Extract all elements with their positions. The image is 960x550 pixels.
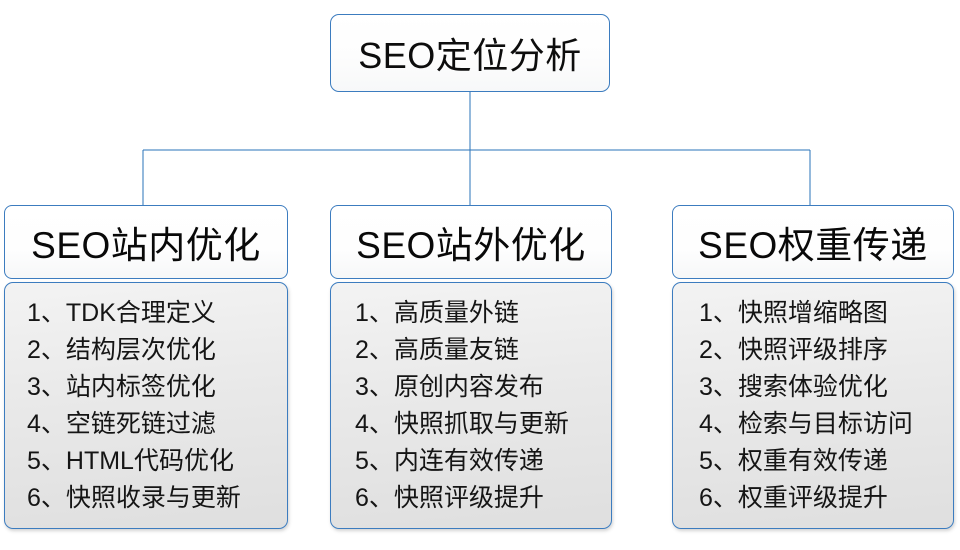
- list-item-label: TDK合理定义: [65, 299, 216, 327]
- list-item-label: 权重有效传递: [737, 447, 888, 475]
- list-item-index: 5、: [355, 447, 394, 475]
- branch-header-2: SEO站外优化: [330, 205, 612, 279]
- list-item-index: 3、: [699, 373, 738, 401]
- list-item: 6、快照收录与更新: [27, 480, 287, 517]
- list-item-index: 2、: [699, 336, 738, 364]
- branch-body-1: 1、TDK合理定义 2、结构层次优化 3、站内标签优化 4、空链死链过滤 5、H…: [4, 282, 288, 529]
- list-item-index: 6、: [27, 484, 66, 512]
- list-item: 3、站内标签优化: [27, 369, 287, 406]
- list-item: 4、空链死链过滤: [27, 406, 287, 443]
- list-item-index: 1、: [355, 299, 394, 327]
- list-item-index: 3、: [27, 373, 66, 401]
- list-item: 1、快照增缩略图: [699, 295, 953, 332]
- list-item: 5、内连有效传递: [355, 443, 611, 480]
- list-item-index: 4、: [27, 410, 66, 438]
- branch-column-1: SEO站内优化 1、TDK合理定义 2、结构层次优化 3、站内标签优化 4、空链…: [4, 205, 288, 529]
- list-item-label: 检索与目标访问: [737, 410, 913, 438]
- list-item: 3、原创内容发布: [355, 369, 611, 406]
- root-node: SEO定位分析: [330, 14, 610, 92]
- list-item-label: 内连有效传递: [393, 447, 544, 475]
- list-item: 2、快照评级排序: [699, 332, 953, 369]
- branch-item-list-2: 1、高质量外链 2、高质量友链 3、原创内容发布 4、快照抓取与更新 5、内连有…: [331, 295, 611, 517]
- list-item-index: 6、: [355, 484, 394, 512]
- branch-body-2: 1、高质量外链 2、高质量友链 3、原创内容发布 4、快照抓取与更新 5、内连有…: [330, 282, 612, 529]
- list-item-label: HTML代码优化: [65, 447, 234, 475]
- list-item-label: 快照增缩略图: [737, 299, 888, 327]
- list-item-label: 快照抓取与更新: [393, 410, 569, 438]
- branch-body-3: 1、快照增缩略图 2、快照评级排序 3、搜索体验优化 4、检索与目标访问 5、权…: [672, 282, 954, 529]
- list-item-index: 4、: [699, 410, 738, 438]
- list-item: 3、搜索体验优化: [699, 369, 953, 406]
- list-item: 1、高质量外链: [355, 295, 611, 332]
- branch-header-3: SEO权重传递: [672, 205, 954, 279]
- branch-header-title-1: SEO站内优化: [31, 225, 261, 266]
- branch-header-1: SEO站内优化: [4, 205, 288, 279]
- list-item-label: 空链死链过滤: [65, 410, 216, 438]
- list-item: 4、快照抓取与更新: [355, 406, 611, 443]
- list-item-index: 5、: [27, 447, 66, 475]
- list-item-index: 2、: [27, 336, 66, 364]
- list-item: 4、检索与目标访问: [699, 406, 953, 443]
- branch-header-title-2: SEO站外优化: [356, 225, 586, 266]
- list-item-index: 4、: [355, 410, 394, 438]
- list-item-label: 快照收录与更新: [65, 484, 241, 512]
- list-item-label: 结构层次优化: [65, 336, 216, 364]
- branch-item-list-1: 1、TDK合理定义 2、结构层次优化 3、站内标签优化 4、空链死链过滤 5、H…: [5, 295, 287, 517]
- list-item-index: 6、: [699, 484, 738, 512]
- list-item-index: 5、: [699, 447, 738, 475]
- branch-item-list-3: 1、快照增缩略图 2、快照评级排序 3、搜索体验优化 4、检索与目标访问 5、权…: [673, 295, 953, 517]
- list-item-label: 原创内容发布: [393, 373, 544, 401]
- list-item-index: 1、: [699, 299, 738, 327]
- list-item-label: 站内标签优化: [65, 373, 216, 401]
- list-item: 1、TDK合理定义: [27, 295, 287, 332]
- list-item-label: 快照评级排序: [737, 336, 888, 364]
- branch-header-title-3: SEO权重传递: [698, 225, 928, 266]
- list-item: 2、结构层次优化: [27, 332, 287, 369]
- list-item-index: 2、: [355, 336, 394, 364]
- branch-column-2: SEO站外优化 1、高质量外链 2、高质量友链 3、原创内容发布 4、快照抓取与…: [330, 205, 612, 529]
- list-item: 5、HTML代码优化: [27, 443, 287, 480]
- list-item: 2、高质量友链: [355, 332, 611, 369]
- list-item-label: 快照评级提升: [393, 484, 544, 512]
- list-item-label: 高质量友链: [393, 336, 519, 364]
- list-item: 5、权重有效传递: [699, 443, 953, 480]
- list-item-index: 1、: [27, 299, 66, 327]
- list-item: 6、快照评级提升: [355, 480, 611, 517]
- root-node-title: SEO定位分析: [358, 35, 582, 76]
- list-item-label: 搜索体验优化: [737, 373, 888, 401]
- list-item: 6、权重评级提升: [699, 480, 953, 517]
- branch-column-3: SEO权重传递 1、快照增缩略图 2、快照评级排序 3、搜索体验优化 4、检索与…: [672, 205, 954, 529]
- list-item-label: 高质量外链: [393, 299, 519, 327]
- list-item-label: 权重评级提升: [737, 484, 888, 512]
- list-item-index: 3、: [355, 373, 394, 401]
